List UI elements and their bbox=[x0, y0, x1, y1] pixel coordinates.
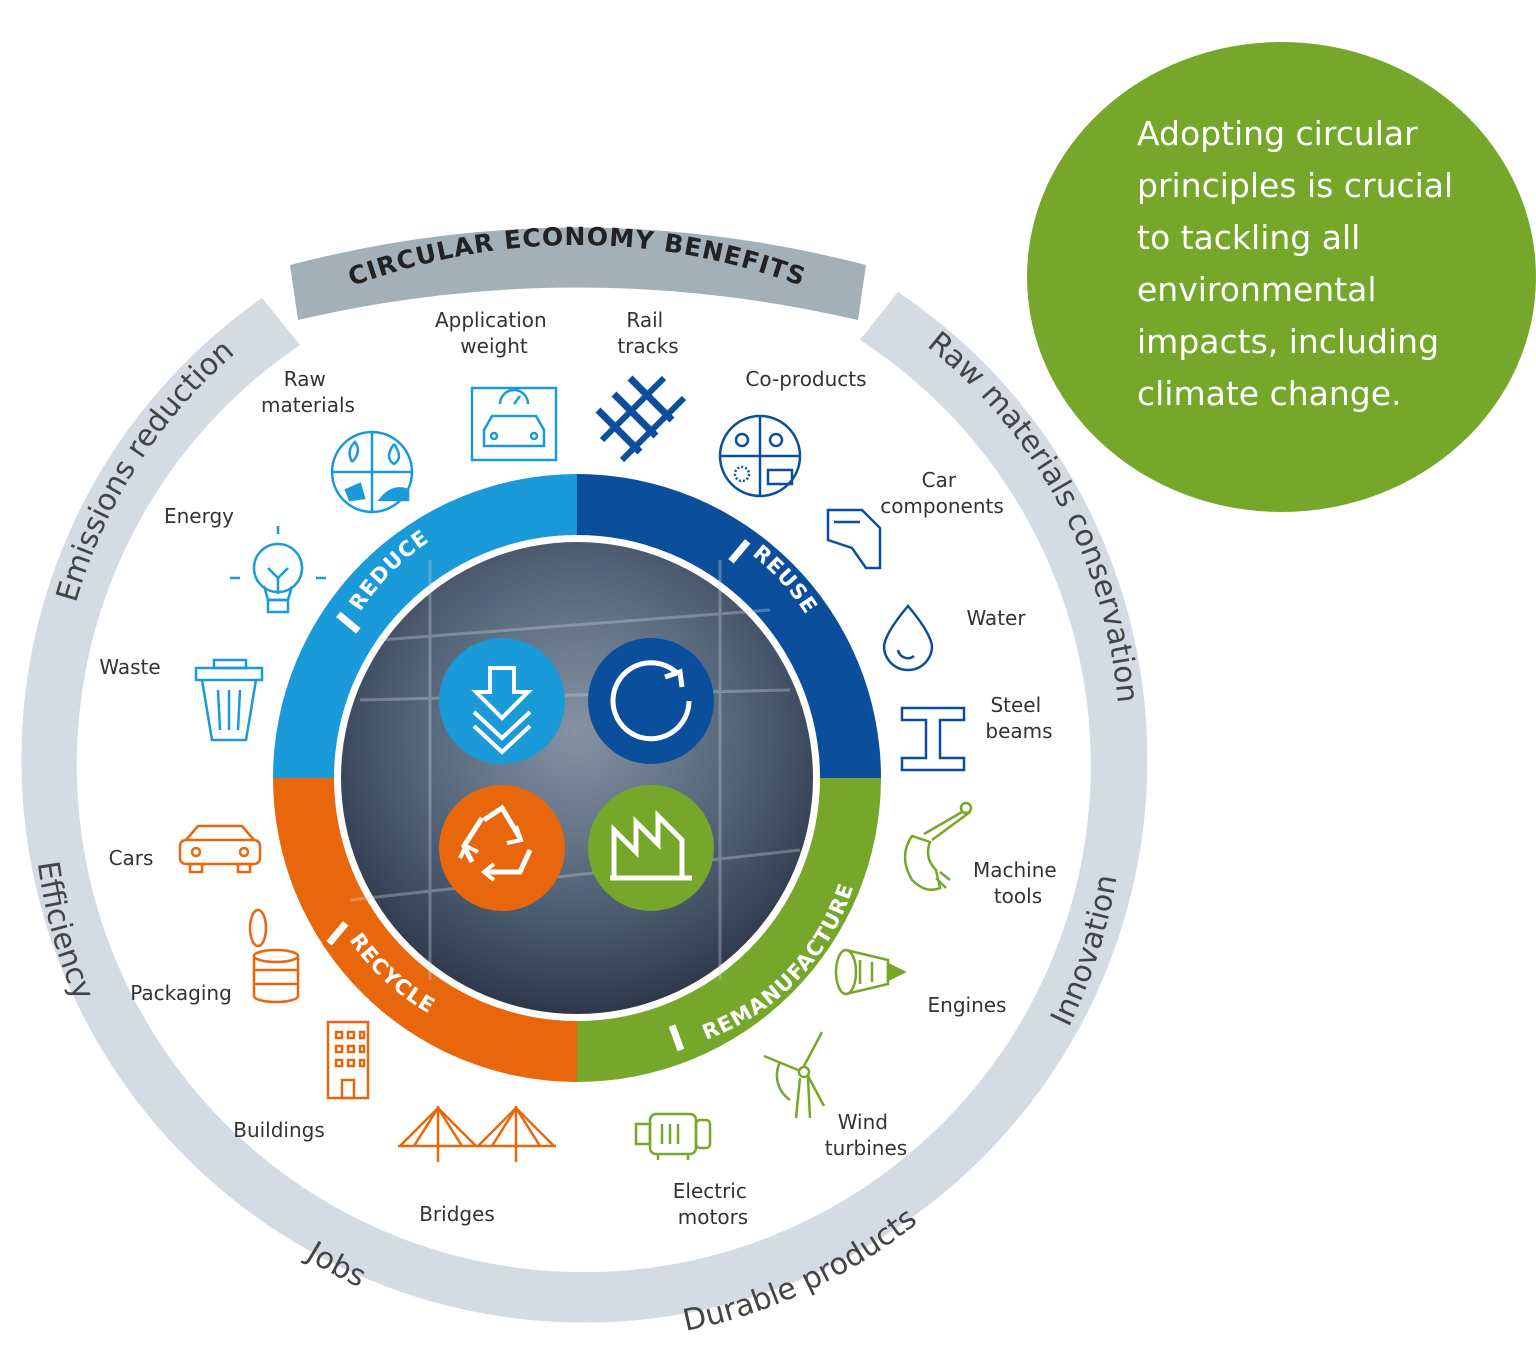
label-steel-beams: Steel beams bbox=[985, 693, 1052, 743]
label-wind-turbines: Wind turbines bbox=[825, 1110, 907, 1160]
application-weight-icon bbox=[470, 386, 558, 462]
label-water: Water bbox=[966, 606, 1026, 630]
label-car-components: Car components bbox=[880, 468, 1004, 518]
buildings-icon bbox=[326, 1020, 370, 1100]
rail-tracks-icon bbox=[595, 375, 687, 463]
reduce-marker bbox=[336, 611, 361, 634]
bridges-icon bbox=[398, 1106, 556, 1162]
ring-arrow-right bbox=[860, 292, 900, 340]
ring-arrow-left bbox=[260, 298, 300, 345]
callout-text: Adopting circular principles is crucial … bbox=[1137, 114, 1454, 413]
label-waste: Waste bbox=[99, 655, 160, 679]
label-machine-tools: Machine tools bbox=[973, 858, 1063, 908]
packaging-icon bbox=[248, 908, 300, 1004]
label-cars: Cars bbox=[109, 846, 154, 870]
waste-icon bbox=[194, 658, 264, 742]
reuse-marker bbox=[728, 539, 751, 564]
steel-beams-icon bbox=[900, 706, 966, 772]
car-components-icon bbox=[826, 508, 882, 570]
recycle-center-icon bbox=[439, 785, 565, 911]
wind-turbines-icon bbox=[763, 1031, 826, 1119]
callout-circle bbox=[1027, 42, 1536, 512]
label-electric-motors: Electric motors bbox=[673, 1179, 753, 1229]
recycle-marker bbox=[326, 921, 349, 946]
quadrant-reuse bbox=[577, 474, 881, 778]
label-engines: Engines bbox=[928, 993, 1007, 1017]
raw-materials-icon bbox=[330, 430, 414, 514]
remanufacture-marker bbox=[668, 1024, 685, 1052]
water-icon bbox=[882, 604, 934, 672]
label-buildings: Buildings bbox=[233, 1118, 325, 1142]
label-energy: Energy bbox=[164, 504, 234, 528]
label-rail-tracks: Rail tracks bbox=[617, 308, 678, 358]
cars-icon bbox=[178, 824, 262, 874]
energy-icon bbox=[230, 526, 326, 614]
quadrant-recycle bbox=[273, 778, 577, 1082]
label-raw-materials: Raw materials bbox=[261, 367, 355, 417]
quadrant-remanufacture bbox=[577, 778, 881, 1082]
co-products-icon bbox=[718, 414, 802, 498]
label-packaging: Packaging bbox=[130, 981, 232, 1005]
title-banner bbox=[290, 227, 866, 320]
engines-icon bbox=[834, 948, 907, 996]
label-application-weight: Application weight bbox=[435, 308, 553, 358]
quadrant-reduce bbox=[273, 474, 577, 778]
machine-tools-icon bbox=[903, 801, 973, 891]
electric-motors-icon bbox=[634, 1112, 712, 1160]
factory-photo-detail bbox=[349, 560, 801, 980]
label-co-products: Co-products bbox=[745, 367, 866, 391]
label-bridges: Bridges bbox=[419, 1202, 495, 1226]
remanufacture-center-icon bbox=[588, 785, 714, 911]
reduce-center-icon bbox=[439, 638, 565, 764]
reuse-center-icon bbox=[588, 638, 714, 764]
